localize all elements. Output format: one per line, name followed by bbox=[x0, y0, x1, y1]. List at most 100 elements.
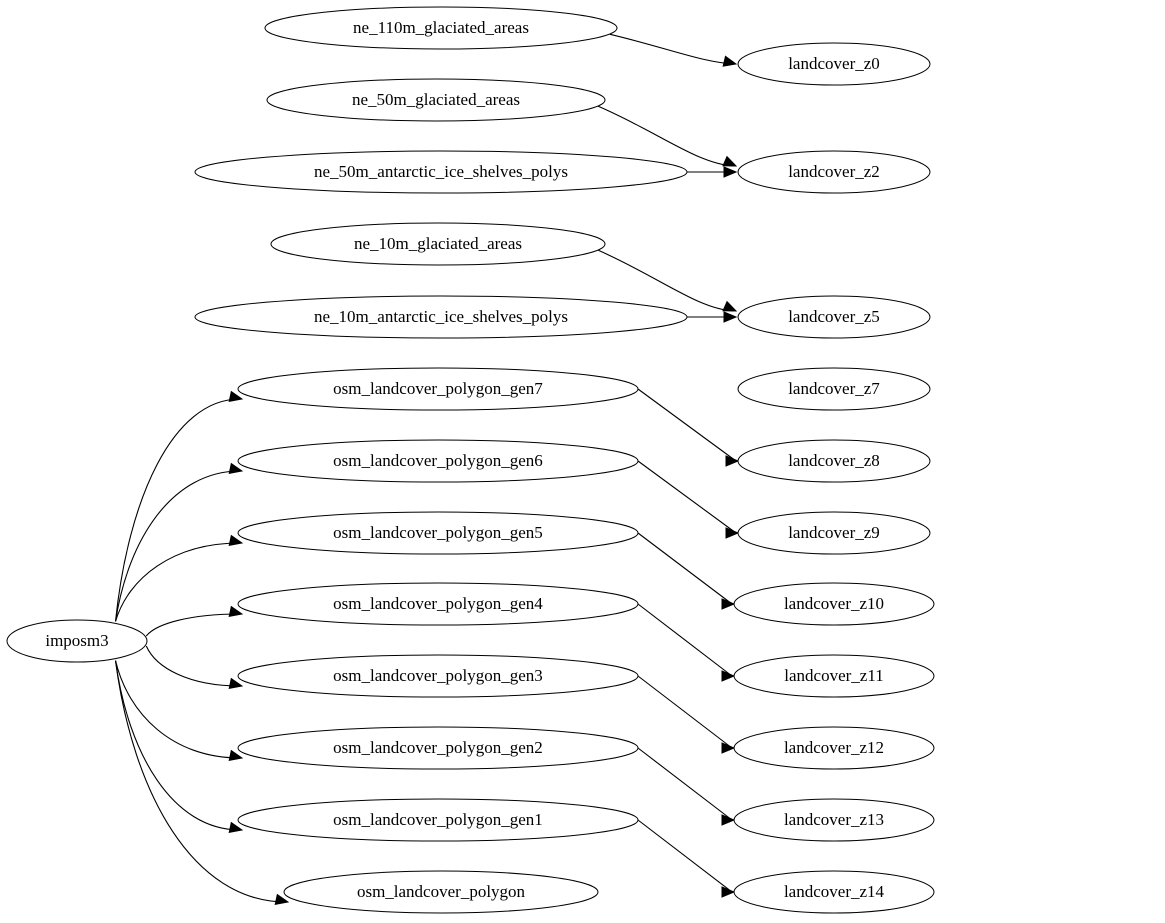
node-osm-2-label: osm_landcover_polygon_gen5 bbox=[333, 523, 543, 542]
edge-osm-3-to-landcover-arrowhead bbox=[721, 670, 736, 682]
node-imposm3-shape bbox=[6, 619, 148, 663]
node-ne-2-label: ne_50m_antarctic_ice_shelves_polys bbox=[314, 162, 568, 181]
edge-osm-4-to-landcover bbox=[637, 675, 733, 749]
node-osm-2[interactable]: osm_landcover_polygon_gen5 bbox=[237, 511, 639, 555]
edges-layer bbox=[114, 33, 740, 906]
node-landcover-6[interactable]: landcover_z10 bbox=[733, 582, 935, 626]
node-ne-1-shape bbox=[266, 78, 606, 122]
node-osm-5-shape bbox=[237, 726, 639, 770]
node-landcover-7[interactable]: landcover_z11 bbox=[733, 654, 935, 698]
node-landcover-6-label: landcover_z10 bbox=[784, 594, 884, 613]
edge-osm-4-to-landcover-arrowhead bbox=[721, 742, 736, 754]
node-landcover-3[interactable]: landcover_z7 bbox=[737, 367, 931, 411]
node-landcover-4-shape bbox=[737, 439, 931, 483]
edge-imposm3-to-osm-1 bbox=[114, 470, 241, 622]
node-ne-3[interactable]: ne_10m_glaciated_areas bbox=[270, 222, 606, 266]
node-landcover-1-label: landcover_z2 bbox=[788, 162, 880, 181]
node-imposm3[interactable]: imposm3 bbox=[6, 619, 148, 663]
node-ne-4[interactable]: ne_10m_antarctic_ice_shelves_polys bbox=[194, 295, 688, 339]
node-landcover-10[interactable]: landcover_z14 bbox=[733, 870, 935, 914]
edge-imposm3-to-osm-6-arrowhead bbox=[228, 821, 244, 834]
node-ne-4-shape bbox=[194, 295, 688, 339]
node-osm-1[interactable]: osm_landcover_polygon_gen6 bbox=[237, 439, 639, 483]
edge-osm-0-to-landcover bbox=[637, 388, 737, 462]
edge-osm-2-to-landcover bbox=[637, 532, 733, 605]
node-osm-4-shape bbox=[237, 654, 639, 698]
edge-osm-3-to-landcover bbox=[637, 603, 733, 677]
node-ne-1-label: ne_50m_glaciated_areas bbox=[352, 90, 520, 109]
edge-imposm3-to-osm-7 bbox=[114, 660, 287, 903]
node-ne-0-shape bbox=[264, 6, 618, 50]
node-osm-6[interactable]: osm_landcover_polygon_gen1 bbox=[237, 798, 639, 842]
edge-imposm3-to-osm-5-arrowhead bbox=[228, 749, 244, 762]
node-osm-0-shape bbox=[237, 367, 639, 411]
node-landcover-0-label: landcover_z0 bbox=[788, 54, 880, 73]
edge-imposm3-to-osm-6 bbox=[114, 660, 241, 831]
node-landcover-9[interactable]: landcover_z13 bbox=[733, 798, 935, 842]
edge-imposm3-to-osm-1-arrowhead bbox=[228, 462, 244, 475]
edge-ne10-antarctic-to-z5-arrowhead bbox=[723, 311, 738, 323]
node-osm-7[interactable]: osm_landcover_polygon bbox=[283, 870, 599, 914]
node-landcover-1[interactable]: landcover_z2 bbox=[737, 150, 931, 194]
node-landcover-2[interactable]: landcover_z5 bbox=[737, 295, 931, 339]
edge-imposm3-to-osm-3 bbox=[145, 613, 241, 637]
node-osm-5[interactable]: osm_landcover_polygon_gen2 bbox=[237, 726, 639, 770]
edge-osm-0-to-landcover-arrowhead bbox=[725, 455, 740, 467]
node-osm-6-shape bbox=[237, 798, 639, 842]
node-landcover-0[interactable]: landcover_z0 bbox=[737, 42, 931, 86]
edge-imposm3-to-osm-0 bbox=[114, 398, 241, 622]
edge-ne110-glaciated-to-z0 bbox=[609, 33, 735, 65]
node-ne-3-label: ne_10m_glaciated_areas bbox=[354, 234, 522, 253]
node-landcover-1-shape bbox=[737, 150, 931, 194]
edge-osm-6-to-landcover bbox=[637, 819, 733, 893]
node-landcover-3-shape bbox=[737, 367, 931, 411]
node-osm-0[interactable]: osm_landcover_polygon_gen7 bbox=[237, 367, 639, 411]
node-landcover-5-shape bbox=[737, 511, 931, 555]
node-osm-4[interactable]: osm_landcover_polygon_gen3 bbox=[237, 654, 639, 698]
node-ne-3-shape bbox=[270, 222, 606, 266]
node-osm-1-shape bbox=[237, 439, 639, 483]
node-landcover-6-shape bbox=[733, 582, 935, 626]
node-landcover-3-label: landcover_z7 bbox=[788, 379, 880, 398]
edge-imposm3-to-osm-0-arrowhead bbox=[228, 390, 244, 403]
node-landcover-2-shape bbox=[737, 295, 931, 339]
edge-imposm3-to-osm-7-arrowhead bbox=[274, 893, 290, 906]
edge-ne50-antarctic-to-z2-arrowhead bbox=[723, 166, 738, 178]
node-osm-3[interactable]: osm_landcover_polygon_gen4 bbox=[237, 582, 639, 626]
node-osm-1-label: osm_landcover_polygon_gen6 bbox=[333, 451, 543, 470]
node-osm-3-label: osm_landcover_polygon_gen4 bbox=[333, 594, 543, 613]
edge-osm-2-to-landcover-arrowhead bbox=[721, 598, 736, 610]
node-ne-2-shape bbox=[194, 150, 688, 194]
node-ne-4-label: ne_10m_antarctic_ice_shelves_polys bbox=[314, 307, 568, 326]
edge-imposm3-to-osm-5 bbox=[114, 660, 241, 759]
node-landcover-10-label: landcover_z14 bbox=[784, 882, 885, 901]
node-landcover-4[interactable]: landcover_z8 bbox=[737, 439, 931, 483]
node-osm-6-label: osm_landcover_polygon_gen1 bbox=[333, 810, 543, 829]
edge-imposm3-to-osm-2 bbox=[114, 542, 241, 622]
node-landcover-7-label: landcover_z11 bbox=[784, 666, 883, 685]
node-landcover-2-label: landcover_z5 bbox=[788, 307, 880, 326]
node-landcover-9-label: landcover_z13 bbox=[784, 810, 884, 829]
node-ne-2[interactable]: ne_50m_antarctic_ice_shelves_polys bbox=[194, 150, 688, 194]
node-ne-1[interactable]: ne_50m_glaciated_areas bbox=[266, 78, 606, 122]
edge-imposm3-to-osm-2-arrowhead bbox=[228, 534, 244, 547]
node-osm-4-label: osm_landcover_polygon_gen3 bbox=[333, 666, 543, 685]
node-landcover-10-shape bbox=[733, 870, 935, 914]
node-landcover-5[interactable]: landcover_z9 bbox=[737, 511, 931, 555]
node-landcover-5-label: landcover_z9 bbox=[788, 523, 880, 542]
node-osm-2-shape bbox=[237, 511, 639, 555]
node-landcover-8-shape bbox=[733, 726, 935, 770]
node-landcover-4-label: landcover_z8 bbox=[788, 451, 880, 470]
node-osm-5-label: osm_landcover_polygon_gen2 bbox=[333, 738, 543, 757]
node-ne-0[interactable]: ne_110m_glaciated_areas bbox=[264, 6, 618, 50]
nodes-layer: imposm3 ne_110m_glaciated_areas ne_50m_gla… bbox=[6, 6, 935, 914]
node-ne-0-label: ne_110m_glaciated_areas bbox=[353, 18, 529, 37]
edge-osm-1-to-landcover bbox=[637, 460, 737, 534]
node-landcover-7-shape bbox=[733, 654, 935, 698]
node-landcover-9-shape bbox=[733, 798, 935, 842]
node-osm-3-shape bbox=[237, 582, 639, 626]
node-landcover-8[interactable]: landcover_z12 bbox=[733, 726, 935, 770]
edge-ne110-glaciated-to-z0-arrowhead bbox=[722, 55, 738, 67]
